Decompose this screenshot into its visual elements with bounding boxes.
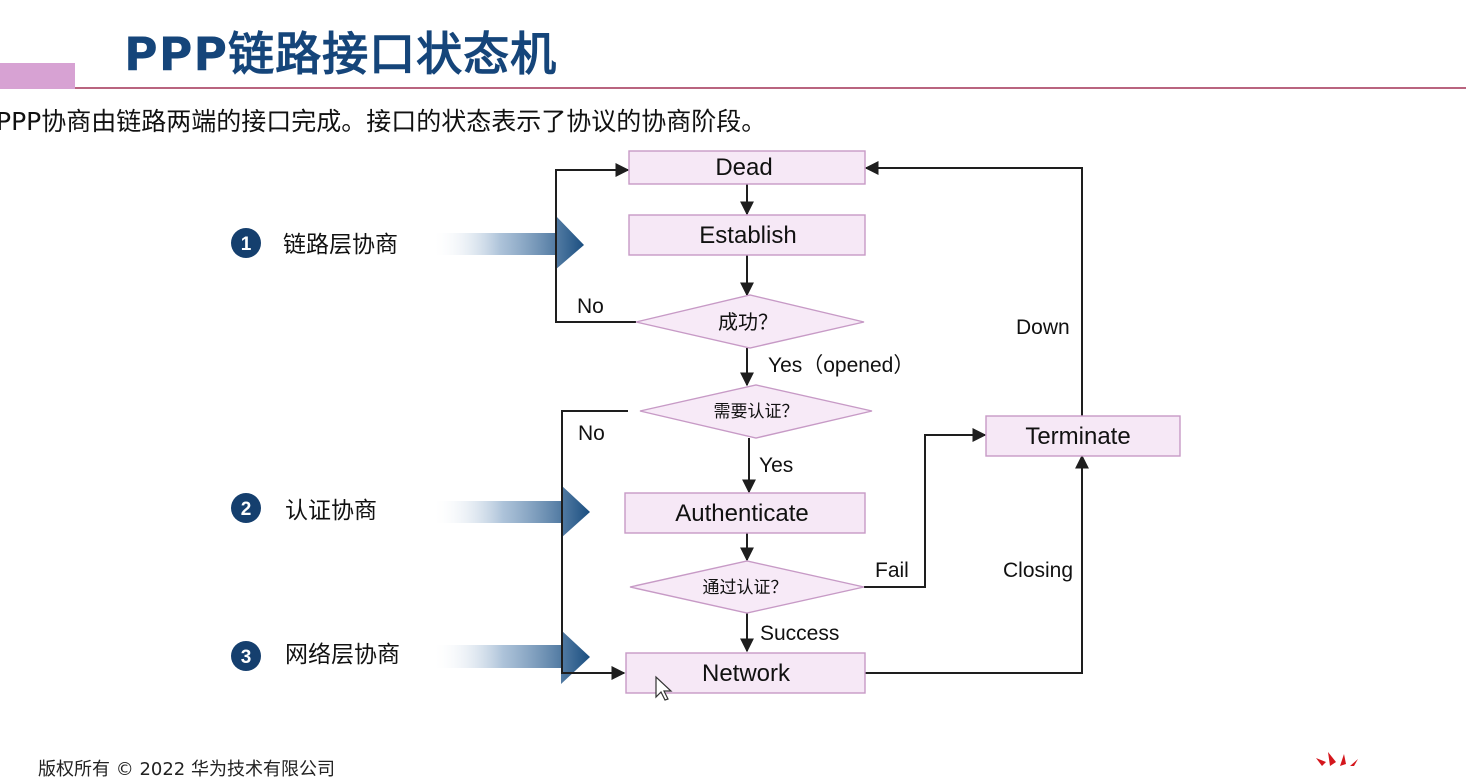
edge-label-no-2: No [578, 422, 605, 445]
node-auth-pass-label: 通过认证？ [703, 578, 788, 597]
node-success-check: 成功？ [635, 294, 865, 349]
phase-arrow-1 [432, 215, 584, 270]
edge-label-closing: Closing [1003, 559, 1073, 582]
edge-down-to-dead [864, 161, 1083, 416]
footer-copyright: 版权所有 © 2022 华为技术有限公司 [38, 759, 335, 780]
node-terminate: Terminate [985, 415, 1181, 457]
edge-label-no-1: No [577, 295, 604, 318]
edge-label-down: Down [1016, 316, 1070, 339]
edge-fail-to-terminate [864, 428, 987, 588]
phase-badge-3 [231, 641, 261, 671]
node-authenticate: Authenticate [624, 492, 866, 534]
node-establish: Establish [628, 214, 866, 256]
phase-label-2: 认证协商 [285, 498, 377, 524]
phase-label-1: 链路层协商 [283, 232, 398, 258]
node-auth-pass: 通过认证？ [629, 560, 865, 614]
edge-label-yes: Yes [759, 454, 793, 477]
title-accent-bar [0, 63, 75, 89]
phase-number-3: 3 [241, 647, 252, 668]
edge-no-to-network [561, 410, 628, 680]
edge-label-fail: Fail [875, 559, 909, 582]
logo-icon [1316, 752, 1358, 766]
node-dead: Dead [628, 150, 866, 185]
node-success-check-label: 成功？ [718, 311, 778, 334]
diagram-edges [555, 161, 1089, 680]
phase-label-3: 网络层协商 [285, 642, 400, 668]
node-auth-required: 需要认证？ [639, 384, 873, 439]
phase-number-1: 1 [241, 234, 252, 255]
phase-authentication: 2 认证协商 [231, 485, 590, 538]
phase-link-layer: 1 链路层协商 [231, 215, 584, 270]
edge-label-yes-opened: Yes（opened） [768, 354, 914, 377]
node-network-label: Network [702, 660, 791, 687]
phase-badge-2 [231, 493, 261, 523]
node-terminate-label: Terminate [1025, 423, 1130, 450]
page-subtitle: PPP协商由链路两端的接口完成。接口的状态表示了协议的协商阶段。 [0, 107, 767, 136]
edge-labels: No Yes（opened） No Yes Fail Success Closi… [577, 295, 1073, 645]
node-dead-label: Dead [715, 154, 772, 181]
edge-label-success: Success [760, 622, 839, 645]
edge-no-to-dead [555, 163, 636, 323]
mouse-cursor-icon [655, 675, 673, 701]
node-auth-required-label: 需要认证？ [714, 402, 799, 421]
phase-number-2: 2 [241, 499, 252, 520]
phase-arrow-2 [432, 485, 590, 538]
title-divider [75, 87, 1466, 89]
page-title: PPP链路接口状态机 [124, 27, 558, 81]
phase-arrow-3 [432, 630, 590, 684]
edge-closing-to-terminate [865, 454, 1089, 674]
phase-badge-1 [231, 228, 261, 258]
node-authenticate-label: Authenticate [675, 500, 808, 527]
phase-network-layer: 3 网络层协商 [231, 630, 590, 684]
node-establish-label: Establish [699, 222, 796, 249]
